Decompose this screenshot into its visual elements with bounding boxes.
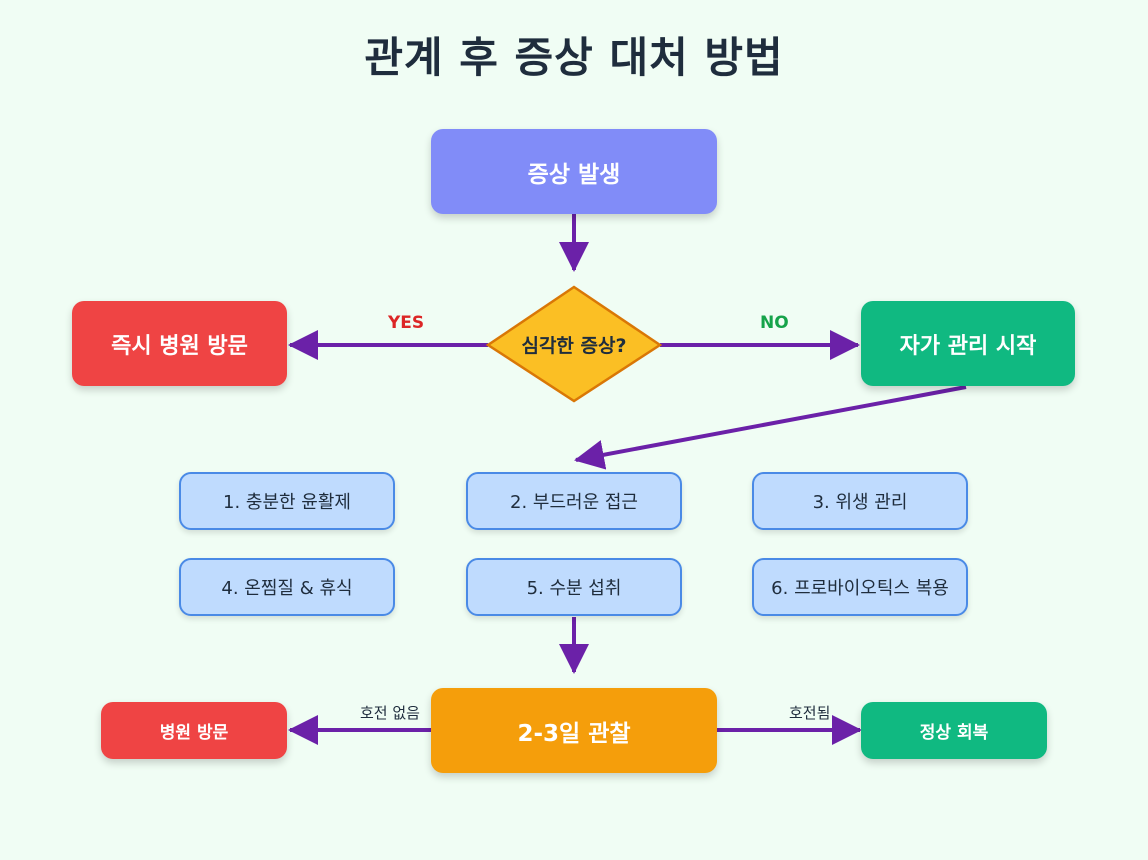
hospital-node-label: 병원 방문: [159, 723, 229, 743]
observe-node-label: 2-3일 관찰: [517, 720, 631, 747]
urgent-node-label: 즉시 병원 방문: [111, 333, 248, 359]
step-1: 1. 충분한 윤활제: [179, 472, 395, 530]
yes-label: YES: [388, 313, 425, 333]
decision-diamond: [485, 285, 663, 403]
step-6: 6. 프로바이오틱스 복용: [752, 558, 968, 616]
no-improvement-label: 호전 없음: [360, 704, 420, 722]
step-3: 3. 위생 관리: [752, 472, 968, 530]
page-title: 관계 후 증상 대처 방법: [364, 33, 784, 82]
observe-node: 2-3일 관찰: [431, 688, 717, 773]
recovery-node: 정상 회복: [861, 702, 1047, 759]
improved-label: 호전됨: [789, 704, 831, 722]
step-2: 2. 부드러운 접근: [466, 472, 682, 530]
hospital-node: 병원 방문: [101, 702, 287, 759]
urgent-node: 즉시 병원 방문: [72, 301, 287, 386]
start-node-label: 증상 발생: [527, 161, 621, 188]
arrow-selfcare-to-steps: [574, 385, 967, 470]
decision-label: 심각한 증상?: [521, 334, 627, 357]
selfcare-node: 자가 관리 시작: [861, 301, 1075, 386]
start-node: 증상 발생: [431, 129, 717, 214]
recovery-node-label: 정상 회복: [919, 723, 989, 743]
step-4: 4. 온찜질 & 휴식: [179, 558, 395, 616]
no-label: NO: [760, 313, 789, 333]
step-5: 5. 수분 섭취: [466, 558, 682, 616]
selfcare-node-label: 자가 관리 시작: [899, 333, 1037, 359]
